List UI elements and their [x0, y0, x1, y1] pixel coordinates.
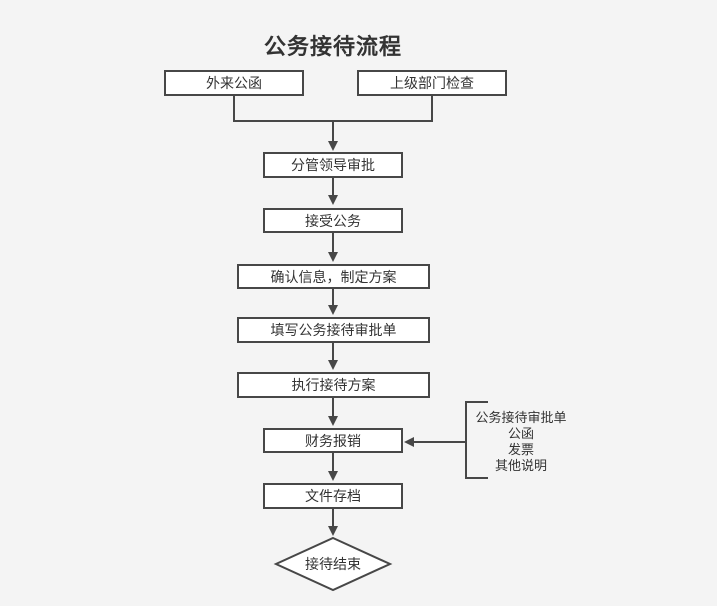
side-note-line: 其他说明 [494, 458, 547, 473]
arrowhead-down-3 [328, 252, 338, 262]
side-note: 公务接待审批单 公函 发票 其他说明 [466, 410, 576, 474]
arrowhead-down-6 [328, 416, 338, 426]
flow-node-confirm-info: 确认信息，制定方案 [237, 264, 430, 289]
arrowhead-down-7 [328, 471, 338, 481]
flow-node-label: 财务报销 [305, 432, 361, 449]
side-note-line: 发票 [507, 442, 534, 457]
arrowhead-down-4 [328, 305, 338, 315]
arrowhead-down-1 [328, 141, 338, 151]
flow-node-label: 分管领导审批 [291, 157, 375, 173]
flow-node-reception-end-shape [273, 536, 393, 592]
flow-node-finance-reimburse: 财务报销 [263, 428, 403, 453]
side-note-line: 公函 [507, 426, 534, 441]
arrowhead-down-2 [328, 195, 338, 205]
merge-connector-line [233, 96, 433, 122]
flow-node-file-archive: 文件存档 [263, 483, 403, 509]
flow-node-label: 填写公务接待审批单 [270, 322, 397, 338]
flow-node-label: 执行接待方案 [291, 377, 376, 393]
flow-node-execute-plan: 执行接待方案 [237, 372, 430, 398]
flow-node-label: 上级部门检查 [390, 75, 474, 91]
flow-node-label: 确认信息，制定方案 [270, 268, 397, 285]
flow-node-leader-approval: 分管领导审批 [263, 152, 403, 178]
flow-node-superior-inspection: 上级部门检查 [357, 70, 507, 96]
arrowhead-down-8 [328, 526, 338, 536]
side-note-bracket [465, 401, 488, 479]
arrowhead-left-side-note [404, 437, 414, 447]
flow-node-label: 文件存档 [305, 488, 361, 504]
arrowhead-down-5 [328, 360, 338, 370]
page-title: 公务接待流程 [263, 34, 403, 59]
flow-node-fill-approval-form: 填写公务接待审批单 [237, 317, 430, 343]
flow-node-accept-business: 接受公务 [263, 208, 403, 233]
side-note-line: 公务接待审批单 [475, 410, 567, 425]
flow-node-reception-end: 接待结束 [276, 538, 390, 590]
flow-node-label: 接待结束 [305, 556, 361, 572]
flow-node-label: 外来公函 [206, 75, 262, 91]
flow-node-external-letter: 外来公函 [164, 70, 304, 96]
flow-node-label: 接受公务 [305, 212, 361, 229]
